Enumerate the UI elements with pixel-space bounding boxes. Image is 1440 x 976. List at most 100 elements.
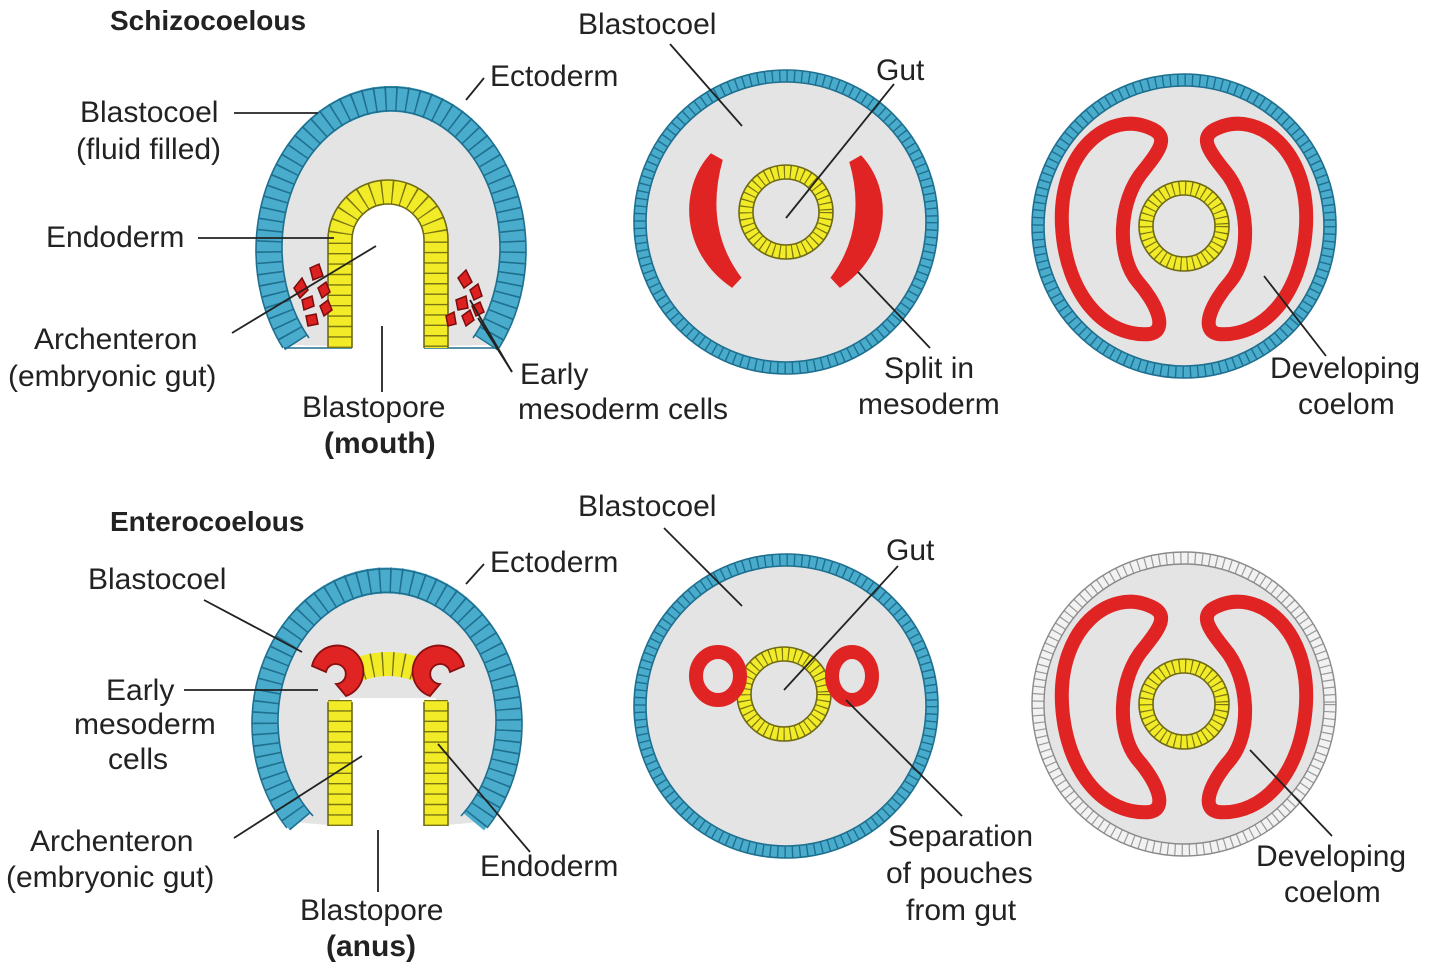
entero-blastopore-fate-label: (anus): [326, 930, 416, 963]
entero-endoderm-label: Endoderm: [480, 850, 618, 883]
schizo-cs2-coelom-right: [1200, 116, 1314, 342]
schizo-cs1-split-leader: [857, 271, 931, 349]
mesoderm-cell: [319, 298, 333, 318]
schizo-cs1-mesoderm-right: [830, 155, 883, 288]
entero-cs2-ectoderm-cells: [1032, 552, 1336, 856]
entero-cross-section-coelom: [1031, 551, 1337, 857]
entero-cs1-pouch-right: [825, 645, 879, 707]
mesoderm-cell: [317, 280, 331, 300]
entero-ectoderm-label: Ectoderm: [490, 546, 618, 579]
mesoderm-cell: [471, 300, 485, 318]
entero-cs1-separation-label-1: Separation: [888, 820, 1033, 853]
schizo-ectoderm-label: Ectoderm: [490, 60, 618, 93]
schizo-fluid-label: (fluid filled): [76, 133, 221, 166]
schizo-cs1-gut-outer: [738, 164, 834, 260]
mesoderm-cell: [457, 268, 473, 290]
schizo-ectoderm-layer: [256, 85, 526, 351]
entero-blastocoel-region: [251, 578, 520, 826]
schizo-blastopore-fate-label: (mouth): [324, 427, 436, 460]
entero-blastocoel-leader: [203, 599, 303, 653]
mesoderm-cell: [305, 313, 319, 327]
enterocoelous-row: Enterocoelous Ectoderm Blastocoel Early …: [6, 490, 1406, 963]
schizo-cs1-gut-cells: [739, 165, 833, 259]
schizo-cs1-gut-label: Gut: [876, 54, 925, 87]
entero-cs2-coelom-left: [1054, 594, 1168, 820]
entero-cs1-ectoderm-outer: [633, 553, 939, 859]
schizo-cross-section-coelom: [1031, 73, 1337, 379]
schizo-early-meso-leader-2: [477, 317, 513, 373]
schizo-cs1-split-label-1: Split in: [884, 352, 974, 385]
entero-cells-label: cells: [108, 743, 168, 776]
mesoderm-cell: [455, 294, 469, 311]
entero-cs1-gut-leader: [783, 565, 899, 691]
schizo-archenteron-leader: [231, 245, 377, 334]
schizo-ectoderm-outer-edge: [255, 86, 527, 349]
entero-gastrula: [251, 567, 523, 831]
mesoderm-cell: [309, 262, 324, 282]
entero-ectoderm-outer-edge: [251, 568, 523, 829]
entero-blastocoel-label: Blastocoel: [88, 563, 226, 596]
entero-blastopore-label: Blastopore: [300, 894, 443, 927]
schizo-cs2-coelom-label: coelom: [1298, 388, 1395, 421]
schizo-early-mesoderm-cells-left: [293, 262, 333, 327]
schizo-endoderm-cells: [328, 180, 448, 348]
schizo-cs1-split-label-2: mesoderm: [858, 388, 1000, 421]
schizo-cs2-ectoderm-cells: [1032, 74, 1336, 378]
schizo-blastopore-label: Blastopore: [302, 391, 445, 424]
entero-cs2-gut-outer: [1138, 658, 1230, 750]
entero-cs2-coelom-leader: [1249, 749, 1333, 837]
mesoderm-cell: [301, 294, 315, 312]
schizo-gastrula: [255, 85, 527, 351]
schizo-cs1-ectoderm-cells: [634, 70, 938, 374]
schizocoelous-row: Schizocoelous: [8, 5, 1420, 460]
schizo-cs1-ectoderm-inner: [645, 81, 927, 363]
entero-cs1-separation-leader: [845, 699, 963, 817]
entero-ectoderm-inner-edge: [277, 591, 497, 817]
entero-endoderm-cells: [328, 652, 448, 826]
entero-cs2-coelom-label: coelom: [1284, 876, 1381, 909]
schizo-cs1-mesoderm-left: [689, 153, 742, 288]
schizo-early-mesoderm-cells-right: [445, 268, 485, 328]
mesoderm-cell: [461, 308, 475, 328]
schizo-endoderm-label: Endoderm: [46, 221, 184, 254]
schizo-early-label: Early: [520, 358, 588, 391]
entero-cs1-ectoderm-cells: [634, 554, 938, 858]
entero-cs1-blastocoel-label: Blastocoel: [578, 490, 716, 523]
schizo-archenteron-sub-label: (embryonic gut): [8, 360, 216, 393]
schizo-archenteron-label: Archenteron: [34, 323, 197, 356]
entero-cs1-blastocoel-leader: [663, 527, 743, 607]
entero-cs2-gut-lumen: [1152, 672, 1216, 736]
entero-archenteron-sub-label: (embryonic gut): [6, 861, 214, 894]
enterocoelous-title: Enterocoelous: [110, 506, 304, 537]
mesoderm-cell: [469, 282, 483, 302]
schizo-endoderm-inner-edge: [351, 203, 425, 348]
schizo-cs2-ectoderm-outer: [1031, 73, 1337, 379]
schizo-blastocoel-label: Blastocoel: [80, 96, 218, 129]
entero-cs2-blastocoel: [1044, 564, 1324, 844]
schizo-cross-section-split: [633, 69, 939, 375]
entero-mesoderm-pouch-right: [411, 644, 466, 698]
entero-cs1-separation-label-2: of pouches: [886, 857, 1033, 890]
schizo-cs2-developing-label: Developing: [1270, 352, 1420, 385]
schizo-cs2-gut-cells: [1139, 181, 1229, 271]
entero-endoderm-leader: [437, 743, 531, 853]
entero-cs1-ectoderm-inner: [645, 565, 927, 847]
entero-archenteron-leader: [233, 755, 363, 839]
schizo-cs2-gut-outer: [1138, 180, 1230, 272]
entero-mesoderm-pouch-left: [310, 644, 365, 698]
entero-cs2-ectoderm-inner: [1043, 563, 1325, 845]
schizo-cs1-blastocoel: [646, 82, 926, 362]
schizo-endoderm-layer: [328, 180, 448, 348]
entero-cs1-gut-lumen: [750, 660, 818, 728]
schizo-endoderm-outer-edge: [327, 179, 449, 348]
entero-cs1-pouch-left: [689, 645, 747, 707]
entero-cs1-blastocoel: [646, 566, 926, 846]
entero-archenteron-label: Archenteron: [30, 825, 193, 858]
entero-endoderm-edges: [327, 702, 449, 826]
schizo-cs1-gut-leader: [785, 83, 895, 219]
entero-mesoderm-label: mesoderm: [74, 708, 216, 741]
schizo-ectoderm-leader: [465, 77, 485, 101]
schizo-ectoderm-inner-edge: [281, 110, 501, 339]
